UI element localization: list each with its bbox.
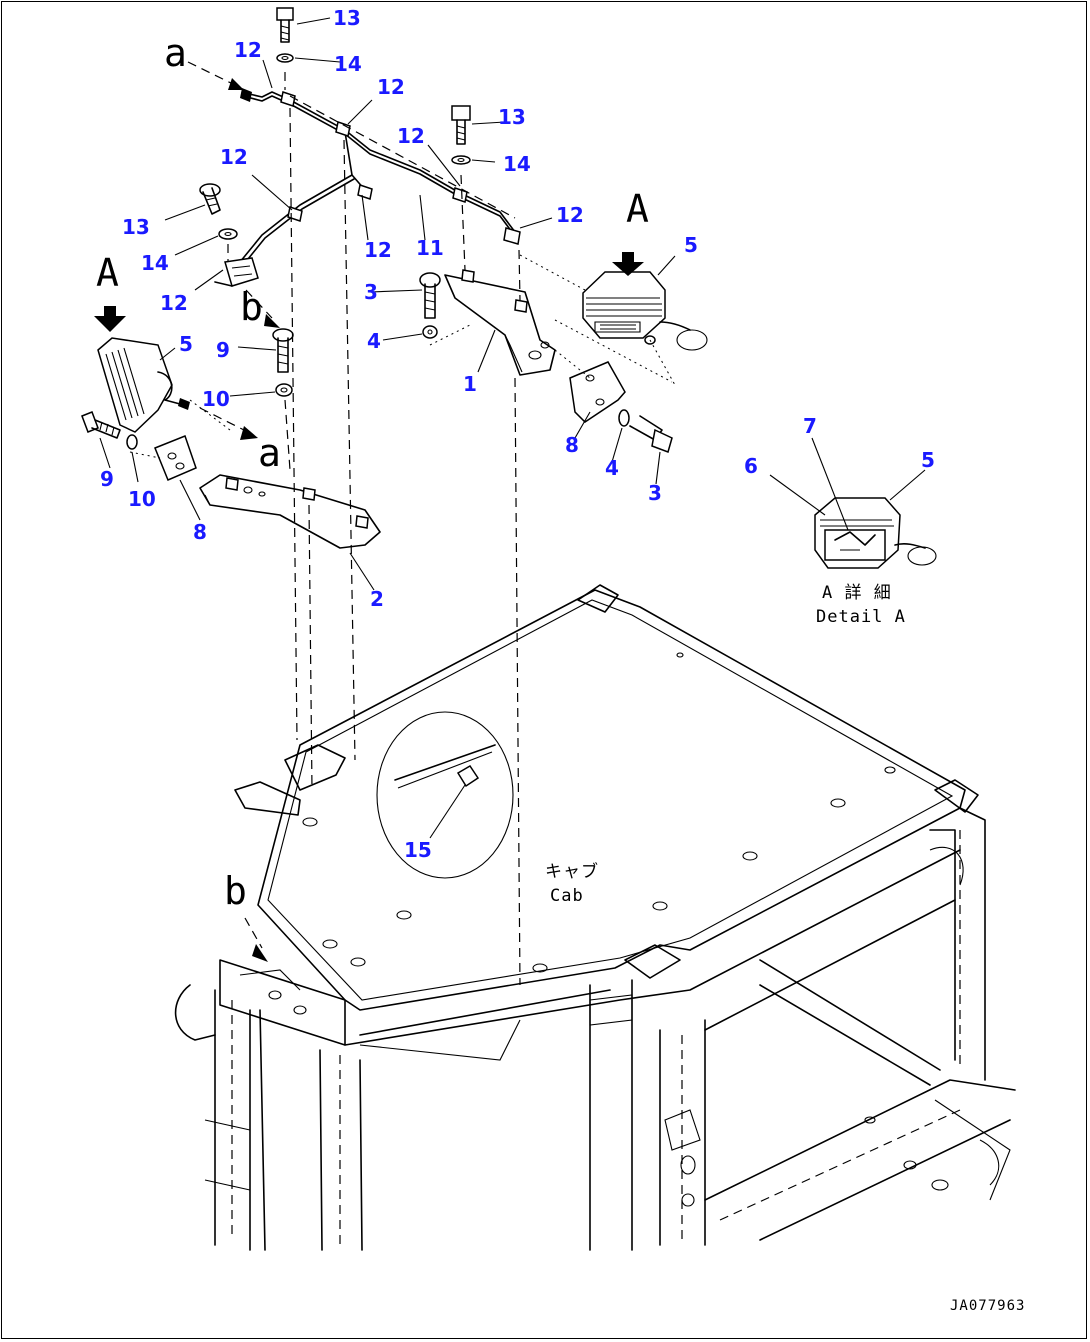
callout-13-top: 13 bbox=[333, 6, 361, 30]
callout-4-upper: 4 bbox=[367, 329, 381, 353]
work-lamp-5-right bbox=[582, 252, 708, 351]
callout-9-mid: 9 bbox=[216, 338, 230, 362]
detail-a-label-jp: A 詳 細 bbox=[822, 583, 892, 603]
callout-3-upper: 3 bbox=[364, 280, 378, 304]
connection-arrows bbox=[187, 61, 280, 962]
callout-8-left: 8 bbox=[193, 520, 207, 544]
callout-14-left: 14 bbox=[141, 251, 169, 275]
bolt-13-mid bbox=[451, 105, 471, 165]
detail-circle-15 bbox=[376, 711, 514, 879]
callout-13-mid: 13 bbox=[498, 105, 526, 129]
callout-12-c: 12 bbox=[397, 124, 425, 148]
cab-frame bbox=[174, 584, 1016, 1251]
bolt-9-mid bbox=[272, 328, 294, 397]
callout-1: 1 bbox=[463, 372, 477, 396]
callout-12-b: 12 bbox=[377, 75, 405, 99]
ref-letter-A-right: A bbox=[626, 187, 649, 231]
callout-5-right: 5 bbox=[684, 233, 698, 257]
callout-9-left: 9 bbox=[100, 467, 114, 491]
ref-letter-b-low: b bbox=[224, 869, 247, 913]
drawing-number: JA077963 bbox=[950, 1298, 1026, 1314]
callout-12-f: 12 bbox=[364, 238, 392, 262]
callout-11: 11 bbox=[416, 236, 444, 260]
work-lamp-5-left bbox=[94, 306, 190, 433]
plate-8-left bbox=[154, 435, 197, 481]
assembly-lines bbox=[129, 72, 676, 986]
ref-letter-a-mid: a bbox=[258, 431, 281, 475]
callout-5-detail: 5 bbox=[921, 448, 935, 472]
detail-a-lamp bbox=[814, 497, 937, 569]
bolt-3-upper bbox=[419, 272, 441, 339]
ref-letter-a-top: a bbox=[164, 31, 187, 75]
bolt-13-left bbox=[199, 183, 238, 240]
wire-harness-11 bbox=[214, 88, 521, 287]
bracket-2 bbox=[199, 474, 381, 549]
callout-15: 15 bbox=[404, 838, 432, 862]
plate-8-right bbox=[569, 361, 673, 453]
callout-12-a: 12 bbox=[234, 38, 262, 62]
bolt-9-left bbox=[81, 411, 138, 450]
callout-12-d: 12 bbox=[220, 145, 248, 169]
callout-7: 7 bbox=[803, 414, 817, 438]
detail-a-label-en: Detail A bbox=[816, 607, 906, 627]
callout-12-g: 12 bbox=[160, 291, 188, 315]
callout-3-lower: 3 bbox=[648, 481, 662, 505]
callout-12-e: 12 bbox=[556, 203, 584, 227]
callout-14-top: 14 bbox=[334, 52, 362, 76]
bracket-1 bbox=[444, 269, 556, 376]
callout-2: 2 bbox=[370, 587, 384, 611]
leader-lines bbox=[99, 17, 926, 839]
cab-label-jp: キャブ bbox=[545, 862, 599, 882]
callout-8-right: 8 bbox=[565, 433, 579, 457]
bolt-13-top bbox=[276, 7, 294, 63]
callout-10-left: 10 bbox=[128, 487, 156, 511]
callout-5-left: 5 bbox=[179, 332, 193, 356]
callout-14-mid: 14 bbox=[503, 152, 531, 176]
callout-13-left: 13 bbox=[122, 215, 150, 239]
callout-4-lower: 4 bbox=[605, 456, 619, 480]
callout-6: 6 bbox=[744, 454, 758, 478]
cab-label-en: Cab bbox=[550, 886, 584, 906]
callout-10-mid: 10 bbox=[202, 387, 230, 411]
ref-letter-b-mid: b bbox=[240, 285, 263, 329]
ref-letter-A-left: A bbox=[96, 251, 119, 295]
